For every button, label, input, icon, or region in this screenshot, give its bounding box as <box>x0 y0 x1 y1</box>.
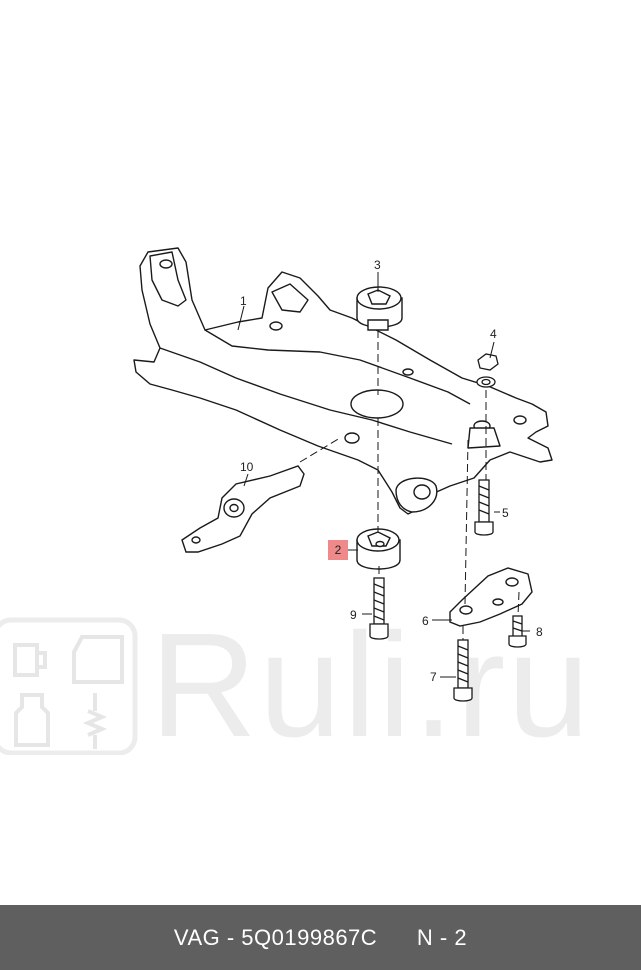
callout-4: 4 <box>490 327 497 341</box>
footer-bar: VAG - 5Q0199867C N - 2 <box>0 905 641 970</box>
bolt-8 <box>508 615 527 648</box>
center-mount-hole <box>350 389 404 419</box>
upper-bushing <box>356 286 403 331</box>
part-number-label: VAG - 5Q0199867C <box>173 924 378 950</box>
subframe-diagram <box>133 247 553 702</box>
bracket-6 <box>449 567 533 627</box>
position-label: N - 2 <box>416 924 468 950</box>
subframe <box>133 247 553 515</box>
callout-3: 3 <box>374 258 381 272</box>
torque-arm-10 <box>181 465 305 553</box>
bolt-7 <box>453 639 473 702</box>
callout-6: 6 <box>422 614 429 628</box>
lower-bushing <box>356 528 401 570</box>
bolt-9 <box>369 577 389 640</box>
callout-5: 5 <box>502 506 509 520</box>
callout-10: 10 <box>240 460 254 474</box>
bolt-5 <box>474 479 494 536</box>
callout-2-highlight: 2 <box>328 540 348 560</box>
callout-1: 1 <box>240 294 247 308</box>
callout-7: 7 <box>430 670 437 684</box>
callout-8: 8 <box>536 625 543 639</box>
callout-9: 9 <box>350 608 357 622</box>
washer-4 <box>476 353 499 388</box>
